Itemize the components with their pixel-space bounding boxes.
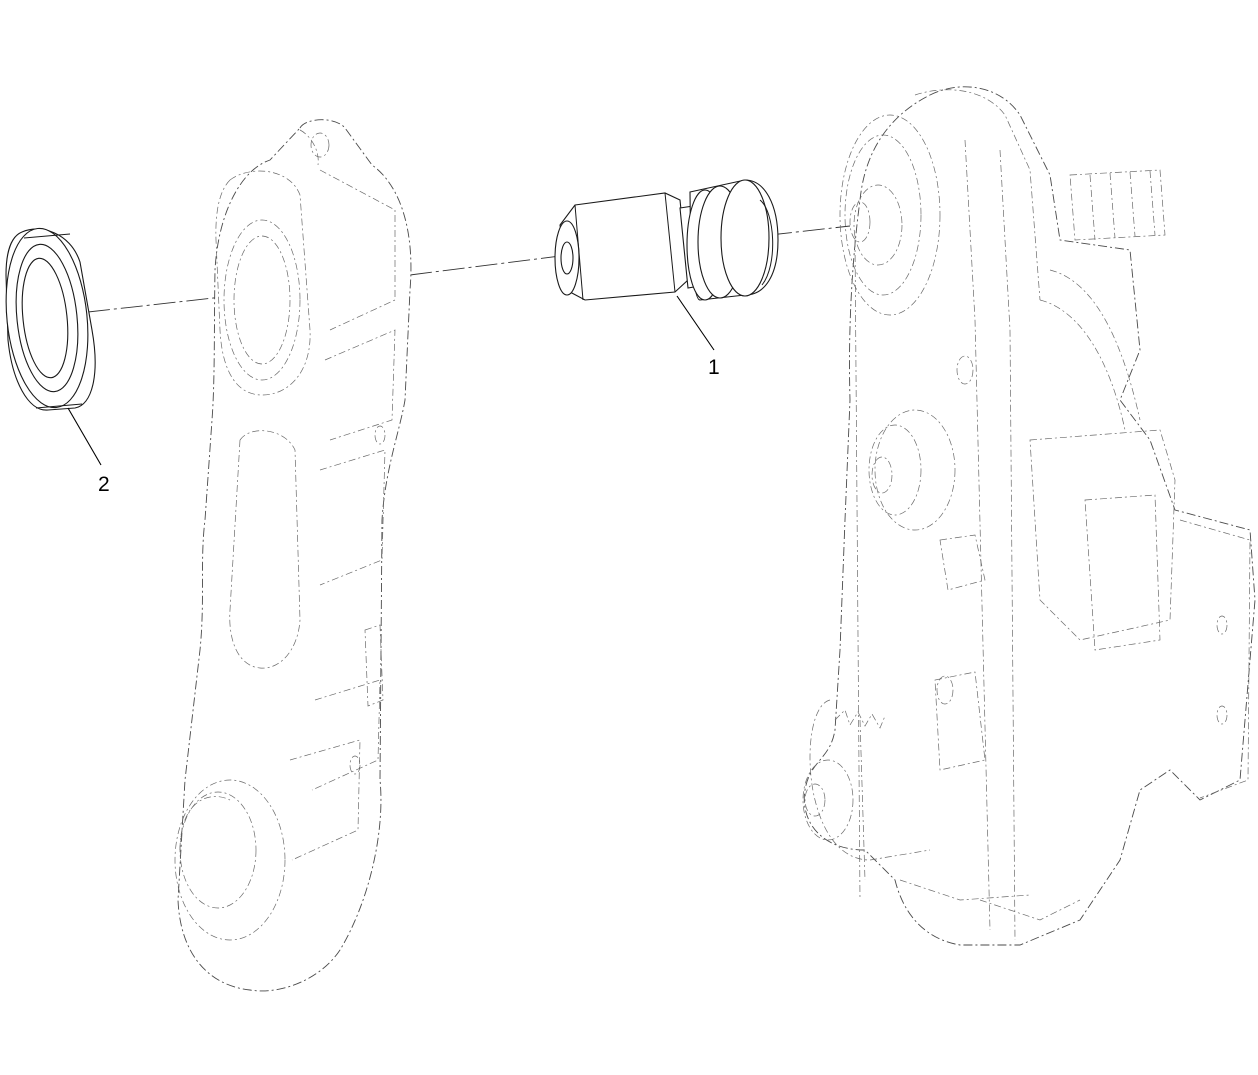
leader-1	[677, 296, 714, 350]
housing-cover-ghost	[175, 120, 411, 991]
part-1-shaft-bearing	[555, 180, 778, 300]
leader-2	[68, 408, 101, 465]
callout-label-2: 2	[98, 473, 110, 496]
callout-leaders	[68, 296, 714, 465]
part-2-seal-ring	[0, 224, 96, 411]
callout-label-1: 1	[708, 356, 720, 379]
drive-assembly-ghost	[803, 87, 1255, 945]
